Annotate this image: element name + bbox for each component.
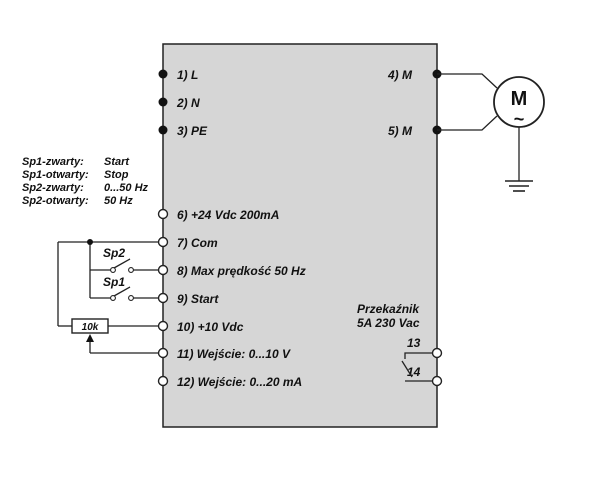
ground-icon xyxy=(505,180,533,192)
terminal-circle-10 xyxy=(157,320,169,332)
legend-value: 50 Hz xyxy=(104,195,133,207)
legend-value: 0...50 Hz xyxy=(104,182,149,194)
label-max-speed: 8) Max prędkość 50 Hz xyxy=(177,264,306,278)
potentiometer-body xyxy=(71,318,109,334)
relay-terminal-14 xyxy=(431,375,443,387)
relay-rating: 5A 230 Vac xyxy=(357,316,420,330)
label-L: 1) L xyxy=(177,68,198,82)
label-N: 2) N xyxy=(176,96,200,110)
legend-key: Sp2-zwarty: xyxy=(22,182,84,194)
terminal-circle-8 xyxy=(157,264,169,276)
motor-ac-symbol: ~ xyxy=(514,109,525,129)
legend-key: Sp2-otwarty: xyxy=(22,195,89,207)
motor-wire-lower xyxy=(437,115,498,131)
label-input-ma: 12) Wejście: 0...20 mA xyxy=(177,375,302,389)
switch-label-sp2: Sp2 xyxy=(103,246,125,260)
terminal-circle-6 xyxy=(157,208,169,220)
terminal-circle-11 xyxy=(157,347,169,359)
com-junction xyxy=(87,239,93,245)
label-start: 9) Start xyxy=(177,292,219,306)
label-input-v: 11) Wejście: 0...10 V xyxy=(177,347,291,361)
relay-pin-13-label: 13 xyxy=(407,336,421,350)
terminal-circle-9 xyxy=(157,292,169,304)
legend-value: Stop xyxy=(104,169,129,181)
legend-value: Start xyxy=(104,156,130,168)
legend-key: Sp1-zwarty: xyxy=(22,156,84,168)
legend-key: Sp1-otwarty: xyxy=(22,169,89,181)
inverter-box xyxy=(162,43,438,428)
terminal-dot-N xyxy=(158,97,168,107)
relay-contact-symbol xyxy=(401,352,432,382)
label-PE: 3) PE xyxy=(177,124,208,138)
wiper-arrow-icon xyxy=(86,334,94,342)
control-terminals xyxy=(157,208,169,387)
label-10v: 10) +10 Vdc xyxy=(177,320,244,334)
motor-icon xyxy=(493,76,545,128)
relay-terminal-13 xyxy=(431,347,443,359)
switch-legend: Sp1-zwarty: Start Sp1-otwarty: Stop Sp2-… xyxy=(22,156,149,207)
motor-wire-upper xyxy=(437,73,498,89)
potentiometer-label: 10k xyxy=(82,322,99,333)
label-24v: 6) +24 Vdc 200mA xyxy=(177,208,279,222)
motor-label: M xyxy=(511,88,528,110)
switch-contacts xyxy=(110,267,134,301)
relay-title: Przekaźnik xyxy=(357,302,420,316)
terminal-dot-L xyxy=(158,69,168,79)
label-com: 7) Com xyxy=(177,236,218,250)
terminal-circle-12 xyxy=(157,375,169,387)
terminal-dot-PE xyxy=(158,125,168,135)
label-M5: 5) M xyxy=(388,124,413,138)
label-M4: 4) M xyxy=(387,68,413,82)
switch-label-sp1: Sp1 xyxy=(103,275,125,289)
terminal-circle-7 xyxy=(157,236,169,248)
